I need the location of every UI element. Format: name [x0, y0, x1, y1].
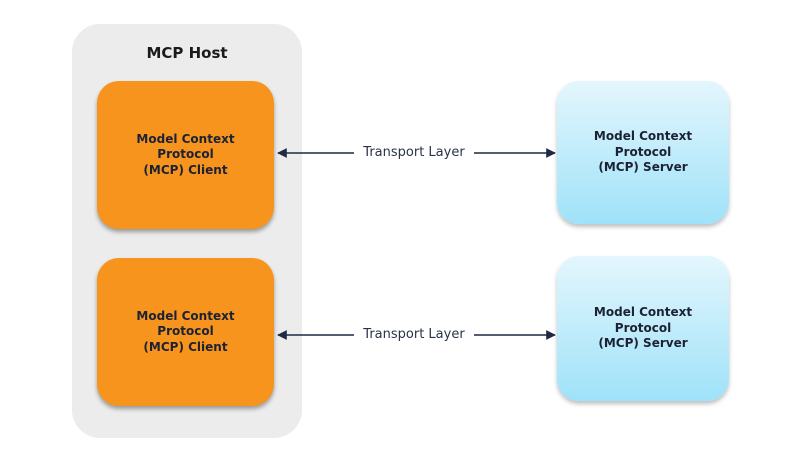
mcp-client-box-1: Model Context Protocol (MCP) Client — [97, 81, 274, 229]
transport-layer-label-2: Transport Layer — [354, 327, 474, 343]
transport-layer-label-1: Transport Layer — [354, 145, 474, 161]
mcp-client-box-2: Model Context Protocol (MCP) Client — [97, 258, 274, 406]
mcp-server-box-2: Model Context Protocol (MCP) Server — [557, 256, 729, 401]
mcp-server-box-1: Model Context Protocol (MCP) Server — [557, 81, 729, 224]
mcp-host-title: MCP Host — [146, 44, 228, 62]
